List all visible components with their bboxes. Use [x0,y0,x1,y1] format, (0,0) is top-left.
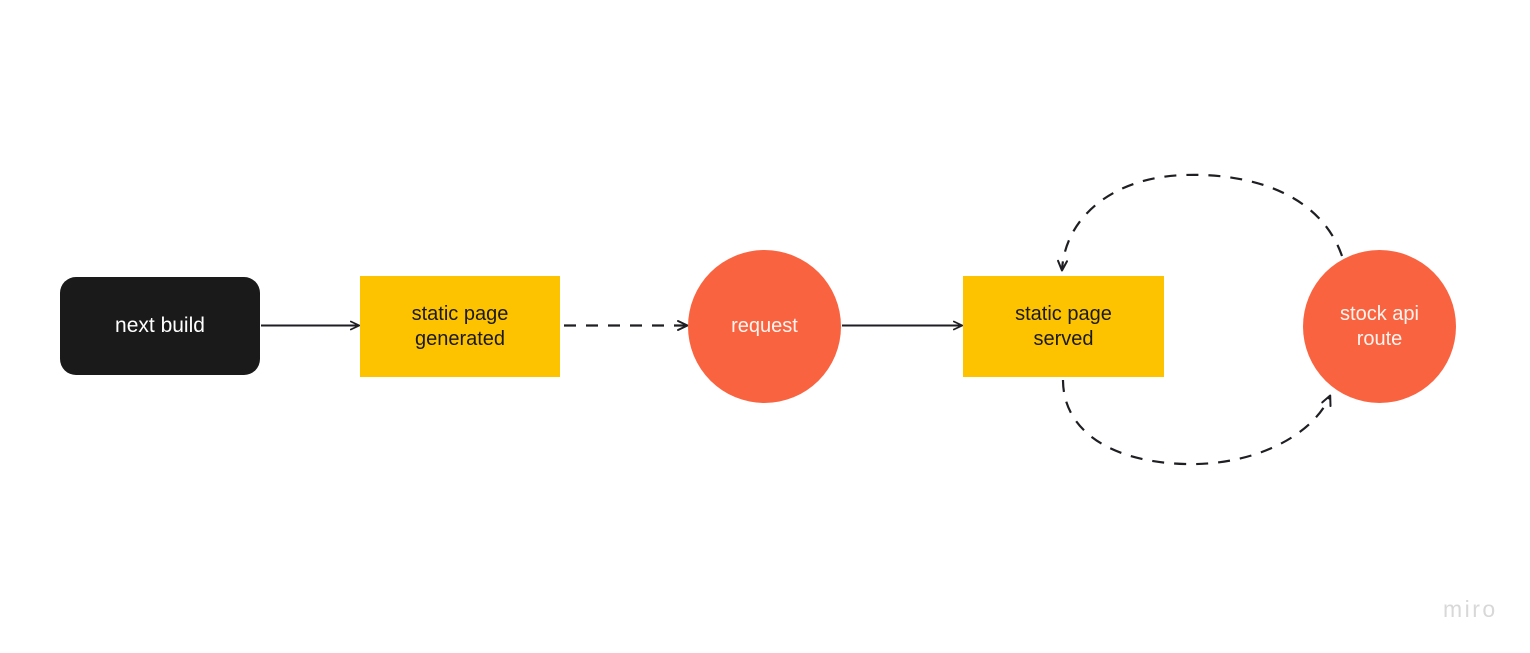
node-static-page-generated[interactable]: static page generated [360,276,560,377]
node-next-build[interactable]: next build [60,277,260,375]
node-stock-api-route[interactable]: stock api route [1303,250,1456,403]
node-static-page-served-label: static page served [1015,303,1112,350]
node-request[interactable]: request [688,250,841,403]
node-request-label: request [731,315,798,338]
edge-stockapi-to-served [1057,173,1344,272]
node-stock-api-route-label: stock api route [1340,303,1419,350]
node-static-page-served[interactable]: static page served [963,276,1164,377]
miro-watermark: miro [1443,596,1498,622]
node-static-page-generated-label: static page generated [411,303,509,350]
node-next-build-label: next build [115,314,205,338]
edge-served-to-stockapi [1061,379,1332,466]
